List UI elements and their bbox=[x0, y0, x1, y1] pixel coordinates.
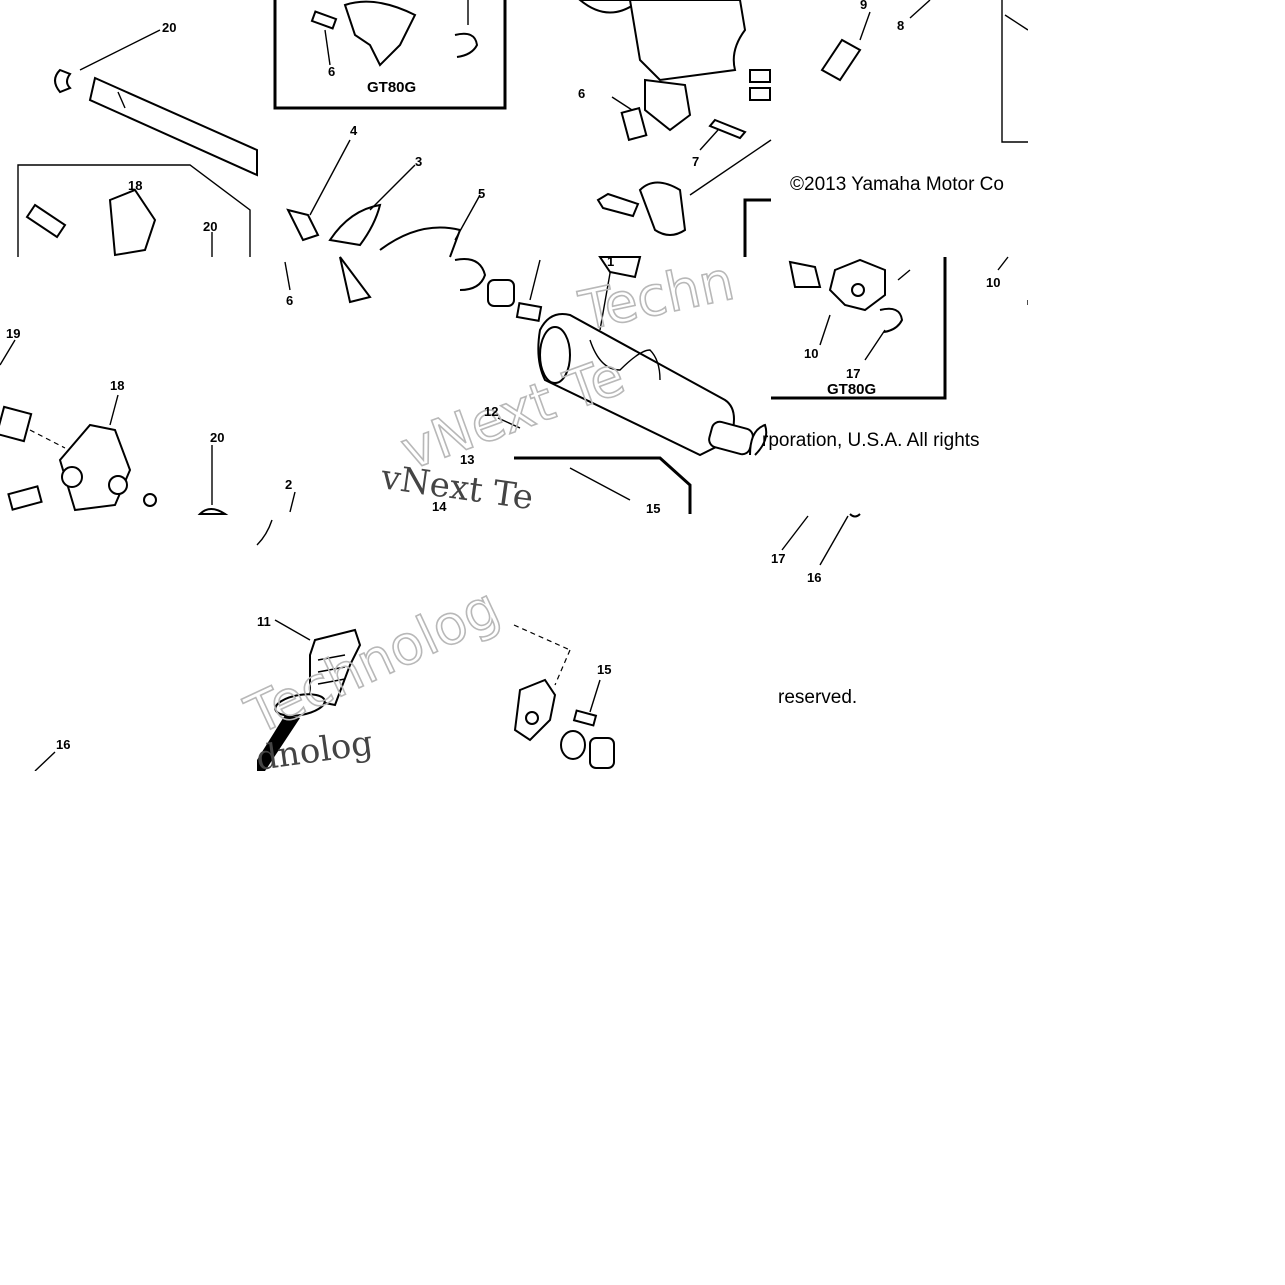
callout-number: 10 bbox=[986, 275, 1000, 290]
callout-number: 20 bbox=[162, 20, 176, 35]
callout-number: 11 bbox=[257, 614, 271, 629]
callout-number: 1 bbox=[607, 254, 614, 269]
tile-copyright-c bbox=[781, 513, 861, 566]
tile-spring bbox=[34, 751, 56, 772]
copyright-text: rporation, U.S.A. All rights bbox=[762, 430, 980, 451]
model-label: GT80G bbox=[827, 381, 876, 398]
callout-number: 18 bbox=[110, 378, 124, 393]
callout-number: 8 bbox=[897, 18, 904, 33]
callout-number: 17 bbox=[771, 551, 785, 566]
tile-shift-shaft bbox=[17, 29, 258, 257]
copyright-text: reserved. bbox=[778, 687, 857, 708]
model-label: GT80G bbox=[367, 79, 416, 96]
callout-number: 17 bbox=[846, 366, 860, 381]
callout-number: 4 bbox=[350, 123, 358, 138]
watermark-text: Technolog bbox=[236, 575, 509, 747]
callout-number: 15 bbox=[597, 662, 611, 677]
callout-number: 10 bbox=[804, 346, 818, 361]
tile-shift-fork bbox=[578, 0, 772, 236]
callout-number: 12 bbox=[484, 404, 498, 419]
callout-number: 6 bbox=[578, 86, 585, 101]
callout-number: 9 bbox=[860, 0, 867, 12]
callout-number: 20 bbox=[210, 430, 224, 445]
callout-number: 3 bbox=[415, 154, 422, 169]
callout-number: 5 bbox=[478, 186, 485, 201]
tile-bolt-11 bbox=[256, 519, 362, 771]
callout-number: 16 bbox=[56, 737, 70, 752]
callout-number: 16 bbox=[807, 570, 821, 585]
callout-number: 7 bbox=[692, 154, 699, 169]
tile-gt80g-inset-b bbox=[749, 256, 1029, 456]
tile-stopper-15 bbox=[513, 624, 615, 769]
tile-fork-18 bbox=[0, 339, 229, 515]
tile-copyright-a bbox=[743, 0, 1029, 257]
callout-number: 20 bbox=[203, 219, 217, 234]
copyright-text: ©2013 Yamaha Motor Co bbox=[790, 174, 1004, 195]
callout-number: 6 bbox=[286, 293, 293, 308]
callout-number: 19 bbox=[6, 326, 20, 341]
watermark-text: vNext Te bbox=[393, 344, 633, 483]
callout-number: 15 bbox=[646, 501, 660, 516]
tile-watermark-a bbox=[284, 256, 515, 513]
watermark-text: Techn bbox=[574, 249, 740, 343]
callout-number: 2 bbox=[285, 477, 292, 492]
tile-gt80g-inset-a bbox=[273, 0, 507, 258]
callout-number: 14 bbox=[432, 499, 447, 514]
callout-number: 6 bbox=[328, 64, 335, 79]
tile-shift-drum bbox=[497, 256, 754, 514]
callout-number: 13 bbox=[460, 452, 474, 467]
callout-number: 18 bbox=[128, 178, 142, 193]
